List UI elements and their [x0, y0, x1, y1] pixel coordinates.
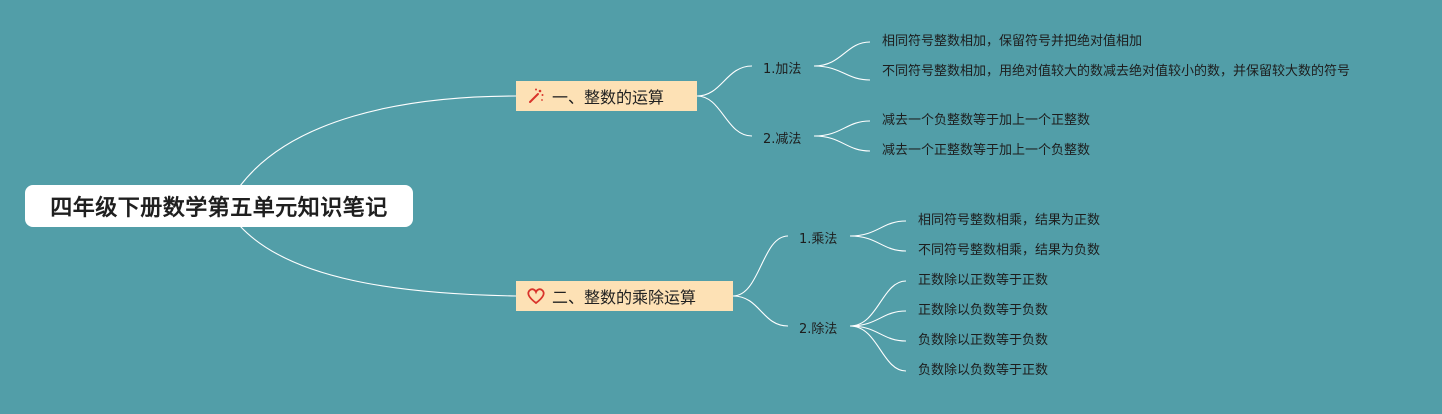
branch-node-multiply-divide[interactable]: 二、整数的乘除运算 — [516, 281, 733, 311]
branch-label: 一、整数的运算 — [552, 88, 665, 107]
leaf-subtract-negative[interactable]: 减去一个负整数等于加上一个正整数 — [882, 113, 1091, 128]
subtopic-subtraction[interactable]: 2.减法 — [763, 132, 802, 147]
connector-sub-leaf2 — [813, 135, 871, 152]
root-node[interactable]: 四年级下册数学第五单元知识笔记 — [25, 185, 413, 227]
leaf-multiply-different-sign[interactable]: 不同符号整数相乘，结果为负数 — [918, 243, 1101, 258]
connector-sub-leaf1 — [813, 120, 871, 137]
leaf-add-different-sign[interactable]: 不同符号整数相加，用绝对值较大的数减去绝对值较小的数，并保留较大数的符号 — [882, 64, 1351, 79]
leaf-multiply-same-sign[interactable]: 相同符号整数相乘，结果为正数 — [918, 213, 1101, 228]
root-title: 四年级下册数学第五单元知识笔记 — [50, 196, 388, 221]
connector-mul-leaf2 — [849, 235, 907, 252]
connector-branch1-add — [696, 65, 753, 97]
connector-div-leaf4 — [849, 325, 907, 372]
branch-label: 二、整数的乘除运算 — [552, 288, 697, 307]
leaf-divide-pos-by-neg[interactable]: 正数除以负数等于负数 — [918, 303, 1049, 318]
connector-div-leaf3 — [849, 325, 907, 342]
leaf-subtract-positive[interactable]: 减去一个正整数等于加上一个负整数 — [882, 143, 1091, 158]
connector-mul-leaf1 — [849, 220, 907, 237]
leaf-divide-neg-by-neg[interactable]: 负数除以负数等于正数 — [918, 363, 1049, 378]
leaf-divide-pos-by-pos[interactable]: 正数除以正数等于正数 — [918, 273, 1049, 288]
magic-wand-icon — [526, 86, 546, 106]
connector-branch2-mul — [732, 235, 789, 297]
leaf-divide-neg-by-pos[interactable]: 负数除以正数等于负数 — [918, 333, 1049, 348]
connector-add-leaf2 — [813, 65, 871, 81]
heart-icon — [526, 286, 546, 306]
connector-div-leaf1 — [849, 280, 907, 327]
subtopic-multiplication[interactable]: 1.乘法 — [799, 232, 838, 247]
connector-add-leaf1 — [813, 41, 871, 67]
connector-root-branch1 — [239, 95, 517, 187]
connector-branch2-div — [732, 295, 789, 327]
branch-node-integer-operations[interactable]: 一、整数的运算 — [516, 81, 697, 111]
connector-branch1-sub — [696, 95, 753, 137]
connector-root-branch2 — [239, 225, 517, 297]
subtopic-addition[interactable]: 1.加法 — [763, 62, 802, 77]
leaf-add-same-sign[interactable]: 相同符号整数相加，保留符号并把绝对值相加 — [882, 34, 1143, 49]
connector-div-leaf2 — [849, 310, 907, 327]
subtopic-division[interactable]: 2.除法 — [799, 322, 838, 337]
